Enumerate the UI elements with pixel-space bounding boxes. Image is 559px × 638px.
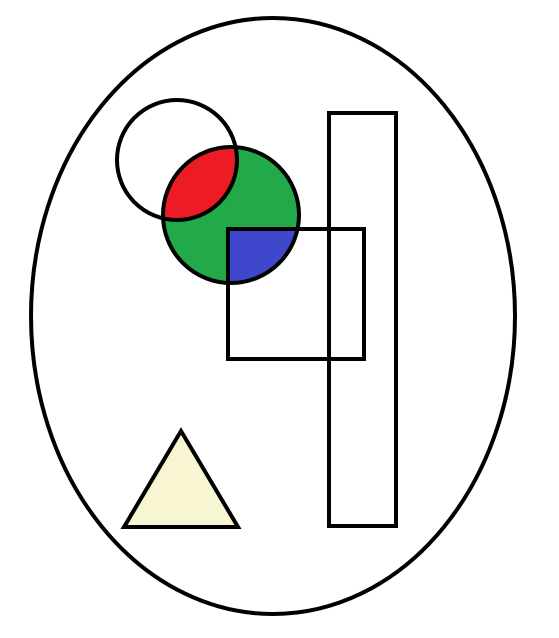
triangle: [120, 427, 242, 529]
hollow-circle: [115, 98, 239, 222]
green-circle-outline: [161, 145, 301, 285]
blue-overlap-region: [228, 229, 298, 283]
tall-rectangle: [327, 111, 398, 528]
square: [226, 227, 366, 361]
outer-ellipse: [29, 16, 517, 616]
